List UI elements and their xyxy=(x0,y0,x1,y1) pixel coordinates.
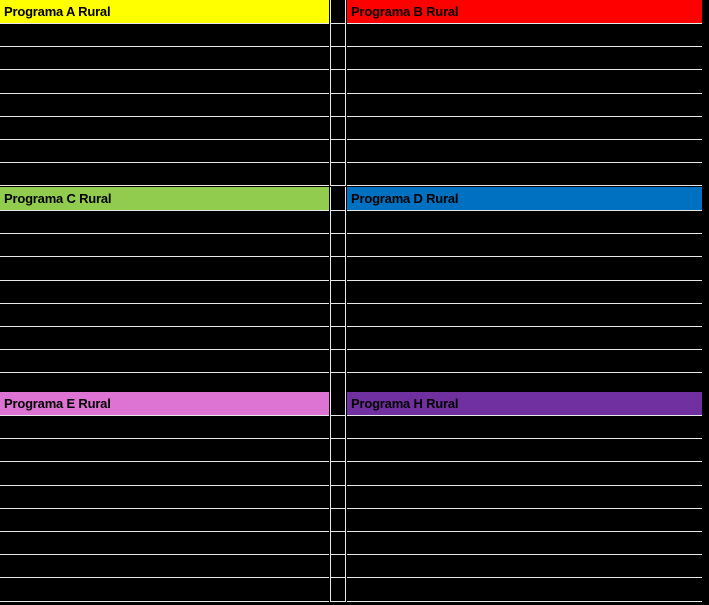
gutter-cell-b0-r5[interactable] xyxy=(330,140,346,164)
data-cell-left-b0-r3[interactable] xyxy=(0,93,329,117)
data-cell-left-b0-r6[interactable] xyxy=(0,163,329,187)
header-cell-programa-d[interactable]: Programa D Rural xyxy=(347,187,702,211)
data-cell-right-b1-r1[interactable] xyxy=(347,234,702,258)
data-cell-left-b0-r5[interactable] xyxy=(0,140,329,164)
data-cell-left-b2-r0[interactable] xyxy=(0,416,329,440)
header-label-programa-h: Programa H Rural xyxy=(351,396,459,411)
header-cell-programa-e[interactable]: Programa E Rural xyxy=(0,392,329,416)
data-cell-right-b2-r6[interactable] xyxy=(347,555,702,579)
data-cell-left-b0-r1[interactable] xyxy=(0,47,329,71)
data-cell-left-b0-r0[interactable] xyxy=(0,24,329,48)
gutter-cell-b1-r5[interactable] xyxy=(330,327,346,351)
data-cell-right-b1-r3[interactable] xyxy=(347,280,702,304)
data-cell-right-b1-r4[interactable] xyxy=(347,303,702,327)
data-cell-left-b2-r2[interactable] xyxy=(0,462,329,486)
gutter-cell-block1-header[interactable] xyxy=(330,187,346,211)
data-cell-right-b0-r2[interactable] xyxy=(347,70,702,94)
data-cell-right-b0-r0[interactable] xyxy=(347,24,702,48)
data-cell-left-b1-r2[interactable] xyxy=(0,257,329,281)
gutter-cell-b1-r4[interactable] xyxy=(330,303,346,327)
header-label-programa-b: Programa B Rural xyxy=(351,4,459,19)
data-cell-left-b1-r3[interactable] xyxy=(0,280,329,304)
data-cell-right-b2-r2[interactable] xyxy=(347,462,702,486)
gutter-cell-block0-header[interactable] xyxy=(330,0,346,24)
header-cell-programa-a[interactable]: Programa A Rural xyxy=(0,0,329,24)
gutter-cell-block2-header[interactable] xyxy=(330,392,346,416)
data-cell-left-b2-r4[interactable] xyxy=(0,508,329,532)
gutter-cell-b2-r7[interactable] xyxy=(330,578,346,602)
header-cell-programa-h[interactable]: Programa H Rural xyxy=(347,392,702,416)
gutter-cell-b2-r3[interactable] xyxy=(330,485,346,509)
data-cell-left-b2-r1[interactable] xyxy=(0,439,329,463)
data-cell-left-b1-r4[interactable] xyxy=(0,303,329,327)
data-cell-right-b0-r1[interactable] xyxy=(347,47,702,71)
data-cell-left-b1-r0[interactable] xyxy=(0,211,329,235)
gutter-cell-b0-r0[interactable] xyxy=(330,24,346,48)
data-cell-right-b2-r4[interactable] xyxy=(347,508,702,532)
gutter-cell-b2-r0[interactable] xyxy=(330,416,346,440)
gutter-cell-b2-r4[interactable] xyxy=(330,508,346,532)
data-cell-left-b1-r5[interactable] xyxy=(0,327,329,351)
data-cell-left-b2-r3[interactable] xyxy=(0,485,329,509)
data-cell-right-b2-r7[interactable] xyxy=(347,578,702,602)
data-cell-right-b1-r6[interactable] xyxy=(347,350,702,374)
gutter-cell-b2-r6[interactable] xyxy=(330,555,346,579)
gutter-cell-b0-r3[interactable] xyxy=(330,93,346,117)
data-cell-left-b0-r4[interactable] xyxy=(0,116,329,140)
gutter-cell-b1-r6[interactable] xyxy=(330,350,346,374)
header-label-programa-e: Programa E Rural xyxy=(4,396,111,411)
gutter-cell-b1-r0[interactable] xyxy=(330,211,346,235)
header-label-programa-c: Programa C Rural xyxy=(4,191,112,206)
header-label-programa-d: Programa D Rural xyxy=(351,191,459,206)
data-cell-right-b2-r1[interactable] xyxy=(347,439,702,463)
data-cell-left-b1-r6[interactable] xyxy=(0,350,329,374)
right-margin xyxy=(702,0,709,605)
gutter-cell-b0-r1[interactable] xyxy=(330,47,346,71)
data-cell-left-b2-r5[interactable] xyxy=(0,532,329,556)
data-cell-left-b1-r1[interactable] xyxy=(0,234,329,258)
data-cell-right-b2-r3[interactable] xyxy=(347,485,702,509)
gutter-cell-b1-r3[interactable] xyxy=(330,280,346,304)
gutter-cell-b1-r2[interactable] xyxy=(330,257,346,281)
data-cell-left-b2-r7[interactable] xyxy=(0,578,329,602)
data-cell-right-b0-r3[interactable] xyxy=(347,93,702,117)
data-cell-right-b1-r0[interactable] xyxy=(347,211,702,235)
data-cell-right-b2-r0[interactable] xyxy=(347,416,702,440)
data-cell-right-b0-r6[interactable] xyxy=(347,163,702,187)
data-cell-left-b0-r2[interactable] xyxy=(0,70,329,94)
gutter-cell-b2-r2[interactable] xyxy=(330,462,346,486)
gutter-cell-b2-r1[interactable] xyxy=(330,439,346,463)
data-cell-right-b0-r4[interactable] xyxy=(347,116,702,140)
data-cell-right-b0-r5[interactable] xyxy=(347,140,702,164)
header-label-programa-a: Programa A Rural xyxy=(4,4,111,19)
gutter-cell-b1-r1[interactable] xyxy=(330,234,346,258)
data-cell-right-b2-r5[interactable] xyxy=(347,532,702,556)
data-cell-right-b1-r2[interactable] xyxy=(347,257,702,281)
gutter-cell-b2-r5[interactable] xyxy=(330,532,346,556)
gutter-cell-b0-r6[interactable] xyxy=(330,163,346,187)
data-cell-left-b2-r6[interactable] xyxy=(0,555,329,579)
header-cell-programa-c[interactable]: Programa C Rural xyxy=(0,187,329,211)
data-cell-right-b1-r5[interactable] xyxy=(347,327,702,351)
gutter-cell-b0-r4[interactable] xyxy=(330,116,346,140)
gutter-cell-b0-r2[interactable] xyxy=(330,70,346,94)
header-cell-programa-b[interactable]: Programa B Rural xyxy=(347,0,702,24)
